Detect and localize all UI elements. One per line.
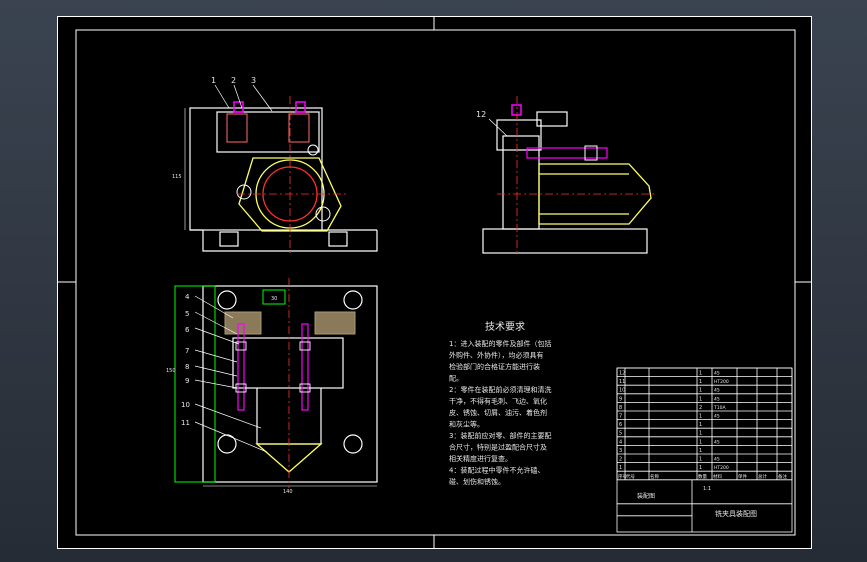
- tech-req-line: 1：进入装配的零件及部件（包括: [449, 339, 551, 348]
- tech-req-line: 外购件、外协件），均必须具有: [449, 351, 544, 360]
- part-qty: 1: [699, 431, 702, 437]
- part-material: 45: [714, 457, 720, 463]
- part-material: 45: [714, 371, 720, 377]
- title-block-header-cell: 单件: [738, 473, 747, 480]
- assembly-drawing: 115 1 2 3 12: [57, 16, 812, 549]
- plan-view: 150 30 140 4 5 6 7 8 9 10 11: [166, 278, 378, 495]
- tech-req-line: 碰、划伤和锈蚀。: [449, 477, 505, 486]
- part-material: 45: [714, 439, 720, 445]
- balloon-1: 1: [211, 76, 216, 85]
- balloon-6: 6: [185, 326, 190, 334]
- part-no: 2: [619, 457, 622, 463]
- part-no: 3: [619, 448, 622, 454]
- part-material: HT200: [714, 379, 729, 385]
- part-material: 45: [714, 388, 720, 394]
- part-no: 1: [619, 465, 622, 471]
- centering-marks: [57, 16, 812, 549]
- tech-req-line: 干净，不得有毛刺、飞边、氧化: [449, 397, 547, 406]
- part-material: T10A: [713, 405, 726, 411]
- balloon-8: 8: [185, 363, 189, 371]
- tech-req-line: 皮、锈蚀、切屑、油污、着色剂: [449, 408, 547, 417]
- part-qty: 1: [699, 422, 702, 428]
- part-qty: 1: [699, 379, 702, 385]
- bottom-left-label: 装配图: [637, 492, 655, 500]
- part-qty: 1: [699, 396, 702, 402]
- drawing-sheet[interactable]: 115 1 2 3 12: [57, 16, 812, 549]
- tech-req-line: 检验部门的合格证方能进行装: [449, 362, 540, 371]
- title-block-header-cell: 名称: [650, 473, 659, 480]
- balloon-9: 9: [185, 377, 189, 385]
- balloon-2: 2: [231, 76, 236, 85]
- tech-req-line: 4：装配过程中零件不允许磕、: [449, 466, 544, 475]
- part-no: 4: [619, 439, 622, 445]
- balloon-7: 7: [185, 347, 189, 355]
- part-qty: 1: [699, 465, 702, 471]
- tech-req-line: 合尺寸，特别是过盈配合尺寸及: [449, 443, 547, 452]
- balloon-5: 5: [185, 310, 189, 318]
- part-material: 45: [714, 414, 720, 420]
- side-view: 12: [476, 96, 657, 256]
- tech-req-line: 相关精度进行复查。: [449, 454, 512, 463]
- tech-req-title: 技术要求: [485, 320, 525, 333]
- scale-label: 1:1: [703, 486, 711, 492]
- part-no: 10: [619, 388, 625, 394]
- tech-req-line: 2：零件在装配前必须清理和清洗: [449, 385, 551, 394]
- inner-border: [75, 29, 796, 536]
- tech-req-line: 3：装配前应对零、部件的主要配: [449, 431, 551, 440]
- part-qty: 1: [699, 448, 702, 454]
- part-qty: 1: [699, 439, 702, 445]
- part-material: HT200: [714, 465, 729, 471]
- title-block-header-cell: 数量: [698, 473, 707, 480]
- part-qty: 2: [699, 405, 702, 411]
- title-block: [616, 367, 793, 533]
- part-no: 6: [619, 422, 622, 428]
- tech-req-line: 和灰尘等。: [449, 420, 484, 429]
- title-block-header-cell: 代号: [626, 473, 635, 480]
- part-qty: 1: [699, 371, 702, 377]
- front-view: 115 1 2 3: [172, 76, 378, 256]
- balloon-12: 12: [476, 110, 486, 119]
- balloon-10: 10: [181, 401, 190, 409]
- part-no: 5: [619, 431, 622, 437]
- part-qty: 1: [699, 457, 702, 463]
- title-block-header-cell: 备注: [778, 473, 787, 480]
- drawing-title: 铣夹具装配图: [715, 509, 757, 518]
- balloon-3: 3: [251, 76, 256, 85]
- part-no: 12: [619, 371, 625, 377]
- title-block-header-cell: 序号: [618, 473, 627, 480]
- part-qty: 1: [699, 388, 702, 394]
- part-no: 9: [619, 396, 622, 402]
- technical-requirements: 技术要求 1：进入装配的零件及部件（包括外购件、外协件），均必须具有检验部门的合…: [449, 320, 551, 486]
- title-block-header-cell: 材料: [713, 473, 722, 480]
- tech-req-line: 配。: [449, 375, 463, 383]
- part-no: 8: [619, 405, 622, 411]
- title-block-header-cell: 总计: [758, 473, 767, 480]
- balloon-4: 4: [185, 293, 190, 301]
- front-height-dim: 115: [172, 174, 182, 180]
- part-no: 7: [619, 414, 622, 420]
- part-no: 11: [619, 379, 625, 385]
- plan-small-dim: 30: [271, 296, 277, 302]
- part-material: 45: [714, 396, 720, 402]
- plan-width-dim: 140: [283, 489, 293, 495]
- balloon-11: 11: [181, 419, 190, 427]
- part-qty: 1: [699, 414, 702, 420]
- plan-height-dim: 150: [166, 368, 176, 374]
